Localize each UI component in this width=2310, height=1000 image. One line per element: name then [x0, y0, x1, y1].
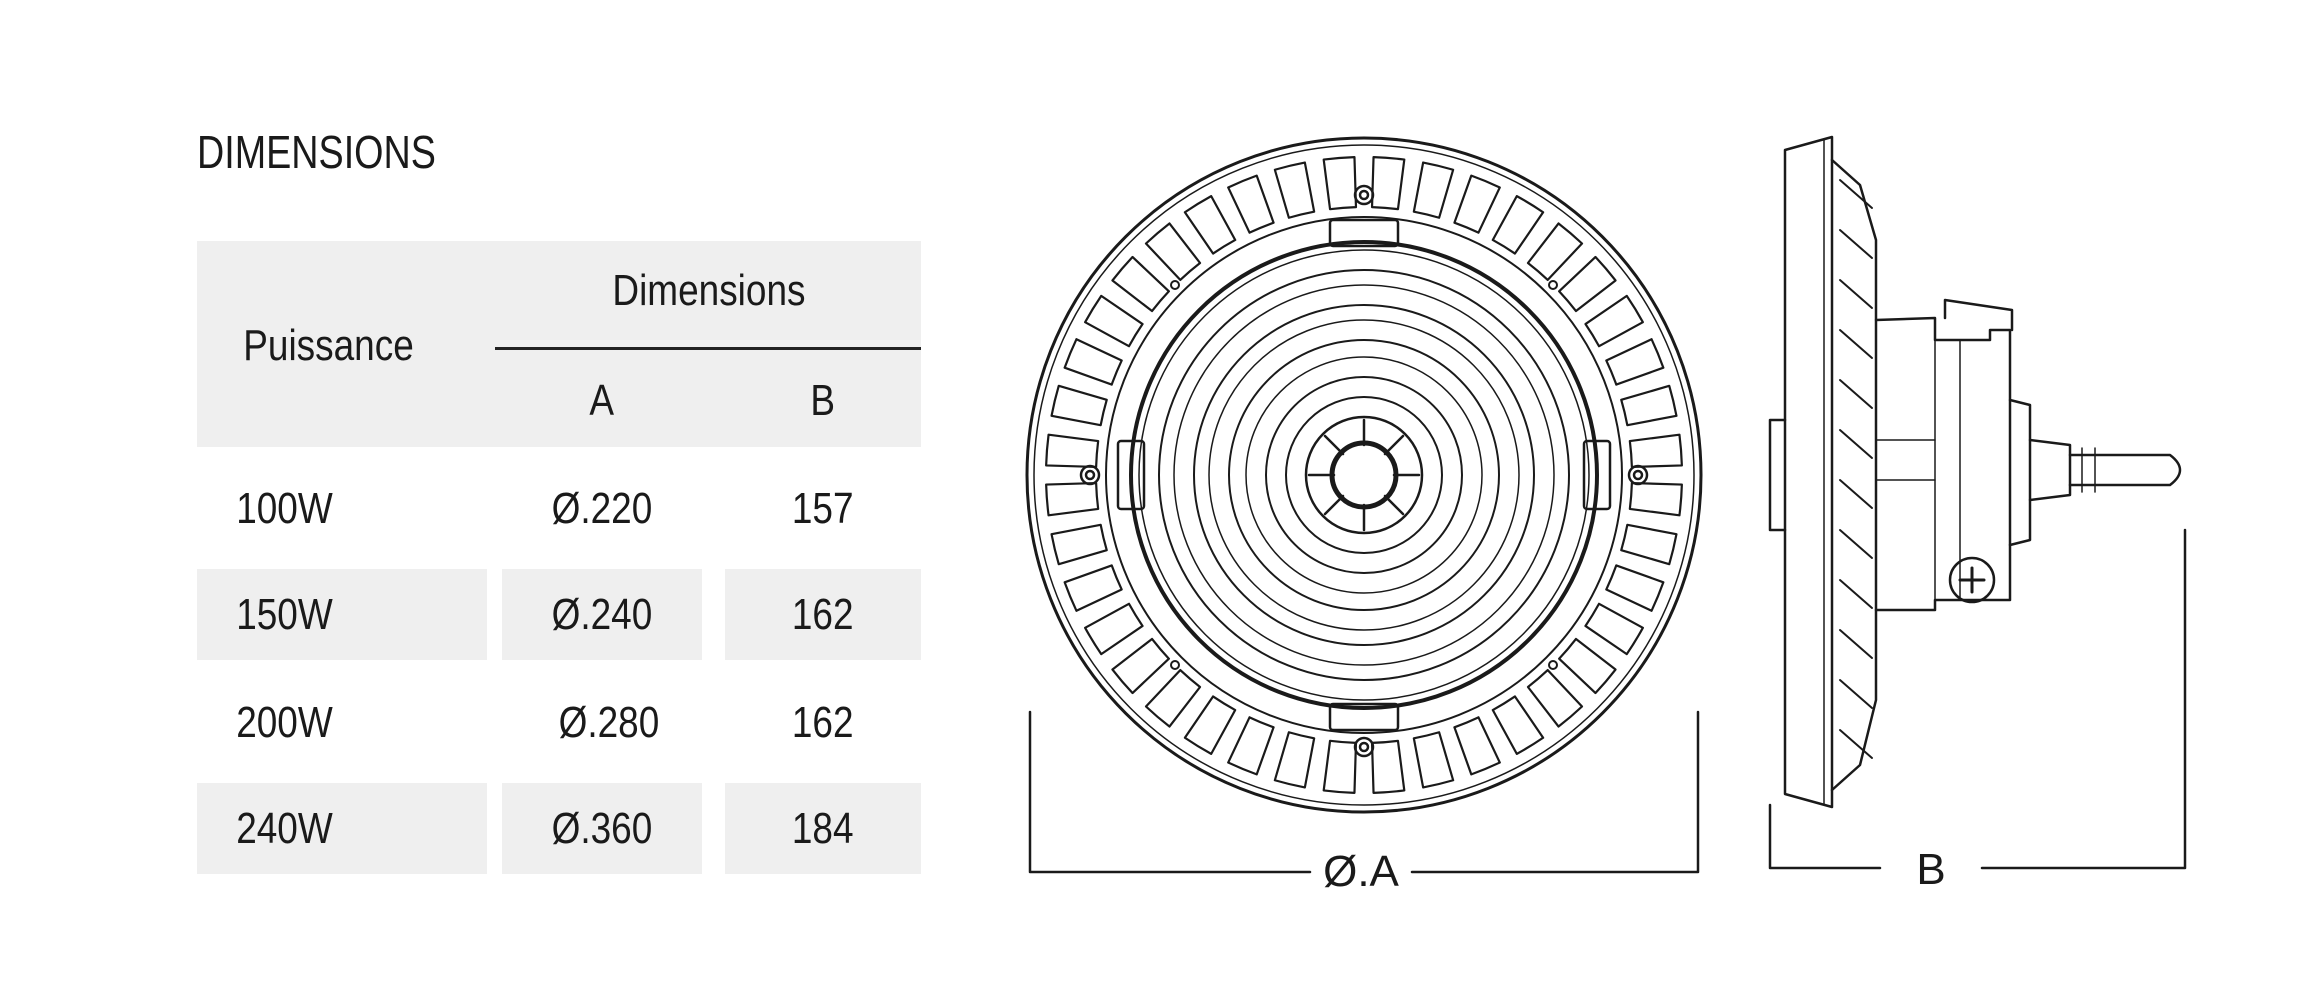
table-row-b: 157 — [792, 484, 854, 533]
screw-dots — [1170, 280, 1558, 670]
side-fin — [1839, 679, 1873, 709]
fin-slot — [1084, 294, 1144, 348]
hub-spokes — [1307, 418, 1421, 532]
table-row-a: Ø.240 — [551, 590, 653, 639]
table-row-shade — [197, 783, 487, 874]
side-fin — [1839, 429, 1873, 459]
fin-slot — [1370, 156, 1406, 211]
fin-slot — [1063, 564, 1123, 612]
heatsink-fins — [1045, 156, 1683, 794]
table-row-power: 150W — [236, 590, 333, 639]
fin-slot — [1111, 637, 1170, 695]
fin-slot — [1453, 716, 1501, 776]
fin-slot — [1628, 433, 1683, 469]
table-row-shade — [502, 783, 702, 874]
table-row-b: 162 — [792, 698, 854, 747]
fin-slot — [1584, 294, 1644, 348]
fin-slot — [1144, 669, 1202, 728]
front-view — [1025, 136, 1703, 814]
header-dimensions: Dimensions — [612, 266, 806, 315]
side-fin — [1839, 529, 1873, 559]
table-row-power: 240W — [236, 804, 333, 853]
side-fin — [1839, 329, 1873, 359]
fin-slot — [1584, 602, 1644, 656]
fin-slot — [1491, 695, 1545, 755]
side-fin — [1839, 379, 1873, 409]
fin-slot — [1322, 156, 1358, 211]
fin-slot — [1558, 255, 1617, 313]
fin-slot — [1227, 174, 1275, 234]
dimension-line-a — [1028, 710, 1700, 874]
fin-slot — [1273, 161, 1316, 219]
table-row-a: Ø.220 — [551, 484, 653, 533]
dimension-line-b — [1768, 528, 2187, 870]
fin-slot — [1144, 222, 1202, 281]
side-fin — [1839, 229, 1873, 259]
table-row-shade — [502, 569, 702, 660]
section-title: DIMENSIONS — [197, 126, 436, 178]
fin-slot — [1111, 255, 1170, 313]
fin-slot — [1491, 195, 1545, 255]
fin-slot — [1628, 481, 1683, 517]
side-fin — [1839, 629, 1873, 659]
fin-slot — [1412, 161, 1455, 219]
table-row-shade — [725, 569, 921, 660]
fin-slot — [1620, 523, 1678, 566]
fin-slot — [1526, 669, 1584, 728]
fin-slot — [1050, 384, 1108, 427]
fin-slot — [1227, 716, 1275, 776]
table-row-power: 200W — [236, 698, 333, 747]
dimension-label-a: Ø.A — [1323, 847, 1399, 896]
table-row-a: Ø.280 — [558, 698, 660, 747]
header-col-a: A — [589, 376, 615, 425]
mounting-clips — [1079, 184, 1649, 758]
fin-slot — [1183, 695, 1237, 755]
fin-slot — [1045, 481, 1100, 517]
side-fin — [1839, 579, 1873, 609]
side-view — [1768, 135, 2182, 809]
header-power: Puissance — [243, 321, 414, 370]
header-divider — [495, 347, 921, 350]
side-fin — [1839, 179, 1873, 209]
fin-slot — [1050, 523, 1108, 566]
fin-slot — [1084, 602, 1144, 656]
fin-slot — [1526, 222, 1584, 281]
table-row-b: 184 — [792, 804, 854, 853]
fin-slot — [1453, 174, 1501, 234]
table-row-b: 162 — [792, 590, 854, 639]
fin-slot — [1273, 731, 1316, 789]
fin-slot — [1620, 384, 1678, 427]
side-fins — [1839, 179, 1873, 759]
fin-slot — [1605, 338, 1665, 386]
fin-slot — [1605, 564, 1665, 612]
side-fin — [1839, 729, 1873, 759]
fin-slot — [1045, 433, 1100, 469]
header-col-b: B — [810, 376, 836, 425]
table-row-power: 100W — [236, 484, 333, 533]
fin-slot — [1370, 739, 1406, 794]
table-row-shade — [197, 569, 487, 660]
table-row-shade — [725, 783, 921, 874]
side-fin — [1839, 479, 1873, 509]
fin-slot — [1322, 739, 1358, 794]
table-header — [197, 241, 921, 447]
fin-slot — [1412, 731, 1455, 789]
fin-slot — [1183, 195, 1237, 255]
side-fin — [1839, 279, 1873, 309]
table-row-a: Ø.360 — [551, 804, 653, 853]
dimension-label-b: B — [1916, 845, 1945, 894]
fin-slot — [1558, 637, 1617, 695]
fin-slot — [1063, 338, 1123, 386]
